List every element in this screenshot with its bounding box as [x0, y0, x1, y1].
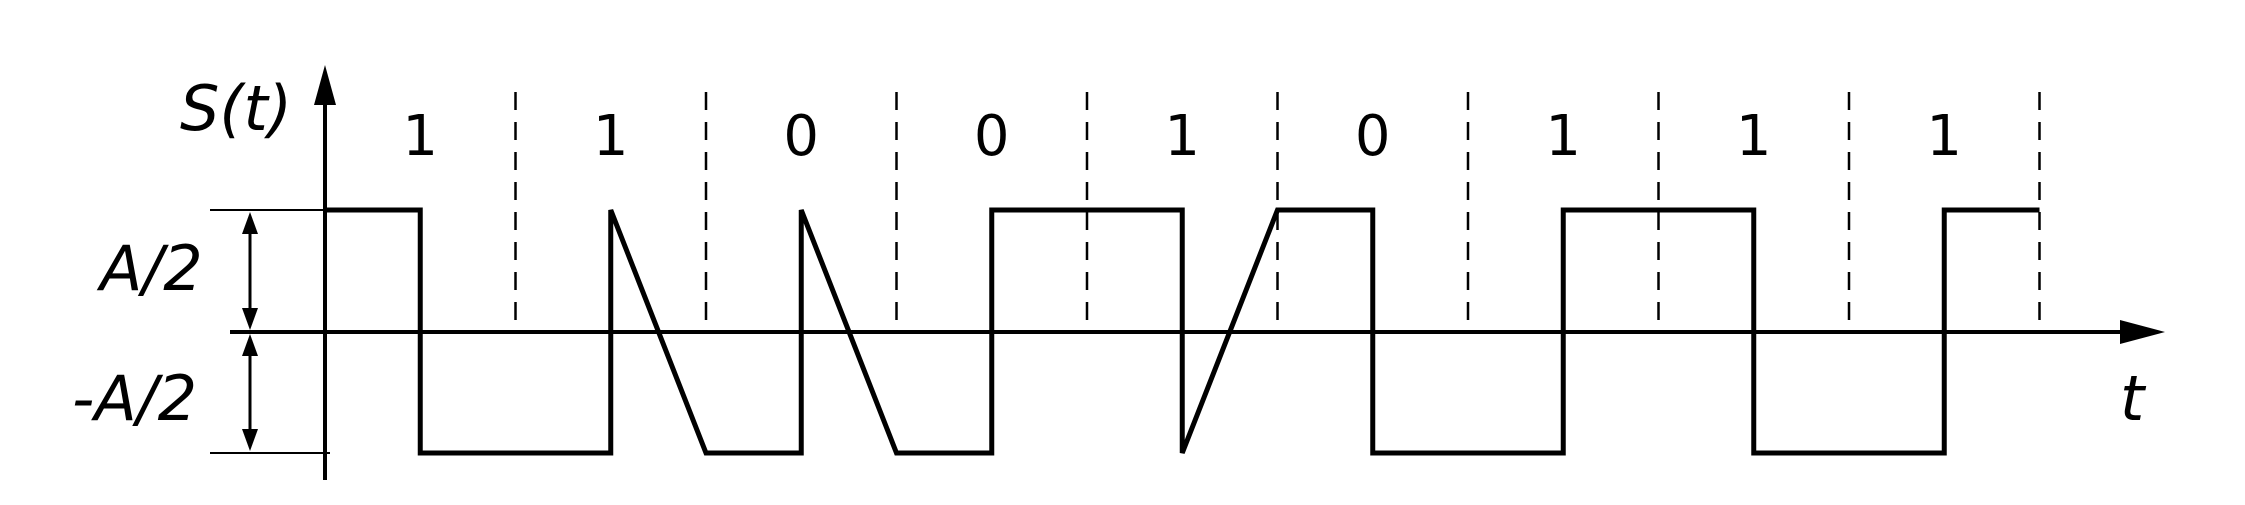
bit-label: 0	[1355, 104, 1391, 169]
bit-label: 1	[593, 104, 629, 169]
bit-label: 1	[402, 104, 438, 169]
y-axis-label: S(t)	[180, 72, 292, 145]
bit-boundaries	[514, 92, 2041, 330]
low-level-dimension	[242, 334, 258, 451]
bit-labels: 1 1 0 0 1 0 1 1 1	[402, 104, 1962, 169]
bit-label: 1	[1926, 104, 1962, 169]
low-level-label: -A/2	[72, 362, 197, 435]
bit-label: 1	[1545, 104, 1581, 169]
bit-label: 1	[1164, 104, 1200, 169]
x-axis-label: t	[2120, 362, 2147, 435]
y-axis-arrow	[314, 65, 336, 105]
high-level-dimension	[242, 212, 258, 330]
high-level-label: A/2	[96, 232, 203, 305]
bit-label: 1	[1736, 104, 1772, 169]
signal-waveform	[325, 207, 2040, 456]
bit-label: 0	[974, 104, 1010, 169]
x-axis-arrow	[2120, 320, 2165, 344]
bit-label: 0	[783, 104, 819, 169]
